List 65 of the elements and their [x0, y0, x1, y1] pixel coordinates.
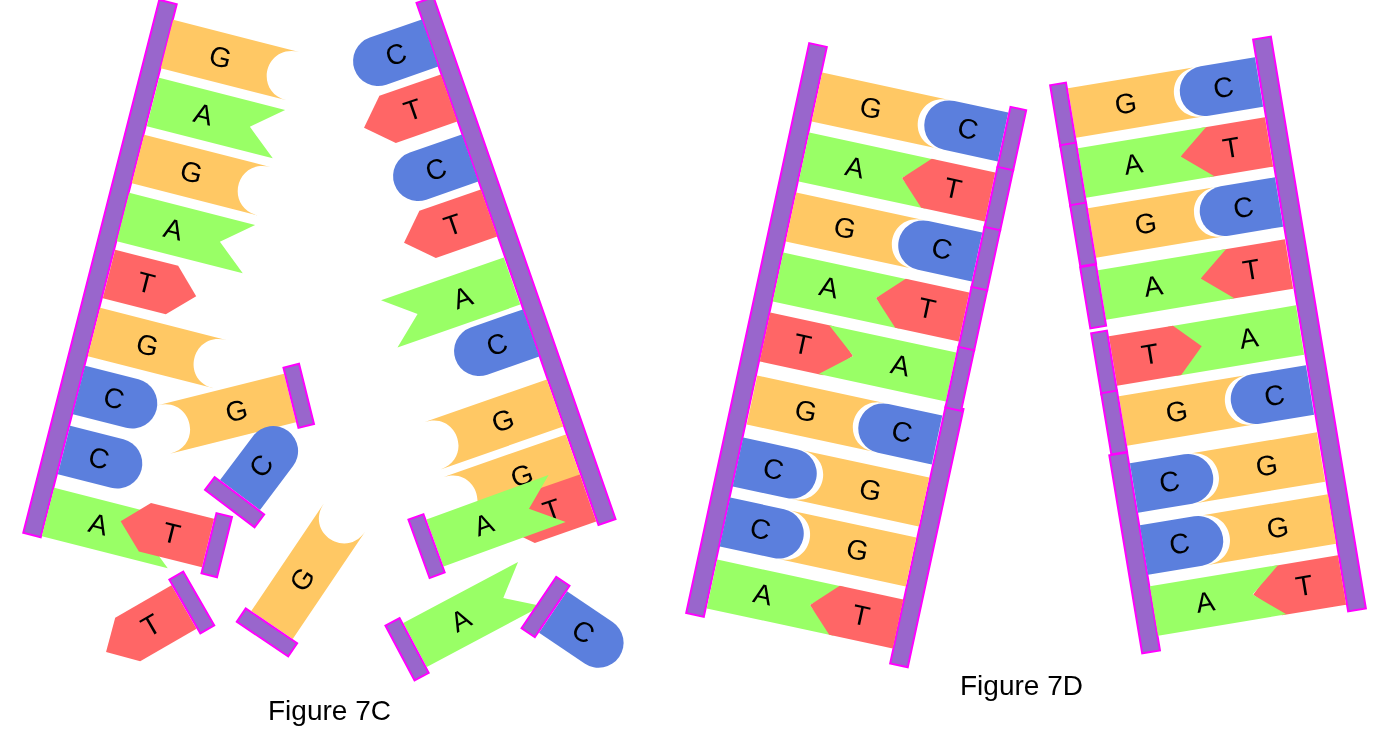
base-letter: G [1264, 511, 1291, 544]
base-letter: A [470, 508, 498, 542]
base-letter: T [1139, 339, 1161, 370]
base-letter: C [954, 113, 981, 146]
base-letter: T [400, 94, 426, 127]
base-letter: T [136, 609, 166, 643]
base-letter: C [1262, 380, 1287, 411]
base-letter: T [1241, 254, 1263, 286]
base-letter: C [482, 328, 511, 362]
base-letter: G [830, 212, 859, 245]
base-letter: A [888, 350, 913, 382]
base-letter: C [566, 614, 600, 650]
base-letter: C [1231, 192, 1256, 223]
base-letter: A [816, 272, 842, 304]
base-letter: A [750, 579, 775, 611]
base-letter: A [161, 214, 187, 247]
base-letter: G [856, 92, 884, 125]
base-letter: T [790, 329, 814, 361]
base-letter: G [206, 41, 235, 75]
base-letter: G [177, 156, 206, 190]
base-letter: G [1112, 88, 1139, 120]
base-letter: T [159, 518, 183, 550]
base-letter: G [844, 534, 872, 567]
base-letter: G [284, 562, 321, 597]
base-letter: C [747, 513, 774, 546]
base-letter: A [1121, 148, 1145, 180]
base-letter: C [100, 383, 128, 416]
base-letter: A [190, 99, 216, 132]
base-letter: G [1132, 208, 1159, 240]
base-letter: T [849, 600, 872, 632]
base-letter: A [449, 282, 477, 315]
base-letter: A [1194, 586, 1218, 618]
base-letter: C [760, 453, 787, 486]
base-letter: G [1163, 396, 1190, 428]
base-letter: C [381, 38, 410, 72]
base-letter: G [507, 459, 538, 494]
base-letter: C [1157, 466, 1182, 498]
base-letter: C [421, 153, 450, 187]
base-letter: C [85, 443, 112, 476]
base-letter: C [889, 416, 915, 449]
base-letter: T [539, 494, 566, 527]
base-letter: T [133, 268, 158, 300]
base-letter: G [132, 329, 161, 363]
base-letter: C [928, 233, 955, 266]
base-letter: A [85, 509, 111, 542]
figure-caption: Figure 7D [960, 671, 1083, 702]
base-letter: T [915, 293, 939, 325]
base-letter: A [842, 152, 867, 184]
base-letter: G [856, 474, 885, 507]
base-letter: G [488, 404, 519, 439]
base-letter: C [244, 449, 279, 483]
base-letter: G [791, 395, 819, 428]
base-letter: T [1293, 570, 1316, 602]
base-letter: A [446, 603, 476, 638]
base-letter: A [1237, 322, 1261, 354]
base-letter: G [223, 395, 251, 428]
base-letter: T [440, 209, 466, 242]
base-letter: C [1211, 72, 1236, 103]
base-letter: G [1254, 449, 1281, 482]
base-letter: T [941, 173, 965, 205]
backbone-strand [1108, 451, 1162, 655]
base-letter: A [1141, 270, 1165, 302]
figure-caption: Figure 7C [268, 696, 391, 727]
base-letter: T [1221, 132, 1243, 164]
base-letter: C [1167, 528, 1193, 560]
